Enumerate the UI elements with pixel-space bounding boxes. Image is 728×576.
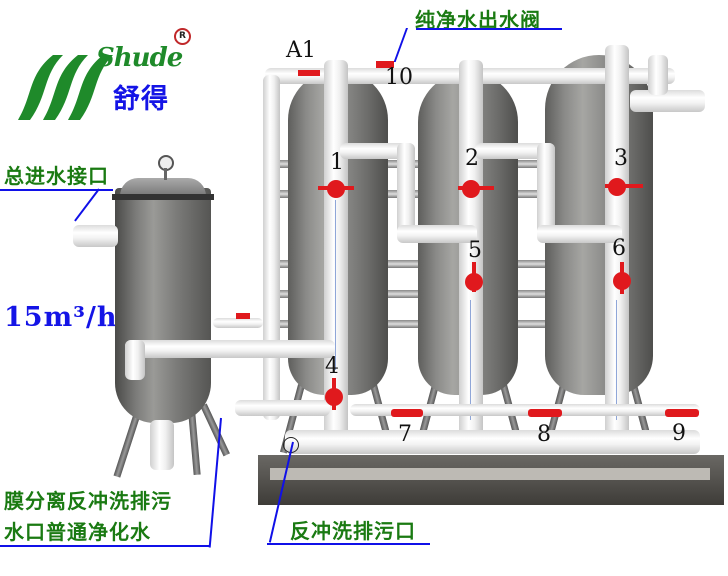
valve-handle-side xyxy=(236,313,250,319)
valve-handle-6 xyxy=(620,262,624,294)
registered-mark-letter: R xyxy=(179,31,186,41)
top-right-elbow xyxy=(648,55,668,95)
skid-frame-gap xyxy=(270,468,710,480)
valve-handle-2 xyxy=(458,186,494,190)
leader-line xyxy=(393,28,408,62)
logo-chinese-name: 舒得 xyxy=(113,84,169,115)
tank2-riser xyxy=(459,60,483,440)
leader-line xyxy=(416,28,562,30)
logo: Shude R 舒得 xyxy=(8,25,193,120)
valve-handle-8 xyxy=(528,409,562,417)
label-main-inlet: 总进水接口 xyxy=(4,164,109,188)
inlet-fitting xyxy=(73,225,118,247)
side-drain-pipe xyxy=(213,318,263,328)
prefilter-housing xyxy=(115,188,211,423)
valve-label-6: 6 xyxy=(612,236,626,261)
logo-script-text: Shude xyxy=(96,43,183,73)
label-membrane-backwash-line1: 膜分离反冲洗排污 xyxy=(4,489,172,513)
valve-handle-9 xyxy=(665,409,699,417)
crossover-pipe xyxy=(397,143,415,238)
registered-mark-icon: R xyxy=(174,28,191,45)
pipe-stripe xyxy=(470,300,471,420)
prefilter-lid xyxy=(120,178,206,196)
leader-line xyxy=(74,188,100,222)
valve-handle-3 xyxy=(605,184,643,188)
crossover-pipe xyxy=(397,225,477,243)
crossover-pipe xyxy=(475,143,555,159)
valve-handle-4 xyxy=(332,378,336,410)
label-backwash-drain: 反冲洗排污口 xyxy=(290,519,416,543)
tank1-riser xyxy=(324,60,348,440)
gauge-stem xyxy=(164,168,167,180)
valve-label-3: 3 xyxy=(614,146,628,171)
prefilter-leg xyxy=(200,403,230,457)
leader-line xyxy=(0,189,113,191)
pipe-stripe xyxy=(616,300,617,420)
valve-label-2: 2 xyxy=(465,146,479,171)
prefilter-outlet-pipe xyxy=(125,340,145,380)
pipe-stripe xyxy=(335,200,336,370)
valve-label-10: 10 xyxy=(385,65,413,90)
valve-label-5: 5 xyxy=(468,238,482,263)
valve-label-1: 1 xyxy=(330,150,344,175)
crossover-pipe xyxy=(340,143,415,159)
skid-frame xyxy=(258,455,724,505)
top-right-elbow xyxy=(630,90,705,112)
bottom-branch-pipe xyxy=(350,404,700,416)
prefilter-leg xyxy=(188,409,201,476)
valve-handle-1 xyxy=(318,186,354,190)
membrane-drain-pipe xyxy=(235,400,330,416)
prefilter-outlet-pipe xyxy=(125,340,335,358)
label-membrane-backwash-line2: 水口普通净化水 xyxy=(4,520,151,544)
valve-label-a1: A1 xyxy=(286,38,316,63)
valve-handle-10 xyxy=(376,61,394,68)
prefilter-flange xyxy=(112,194,214,200)
bottom-manifold-pipe xyxy=(285,430,700,454)
prefilter-drain-pipe xyxy=(150,420,174,470)
crossover-pipe xyxy=(537,143,555,238)
left-riser-pipe xyxy=(263,75,280,420)
valve-label-4: 4 xyxy=(325,354,339,379)
valve-handle-5 xyxy=(472,262,476,292)
logo-swoosh-icon xyxy=(18,55,113,120)
valve-handle-a1 xyxy=(298,70,320,76)
valve-label-8: 8 xyxy=(537,422,551,447)
leader-line xyxy=(0,545,210,547)
crossover-pipe xyxy=(537,225,622,243)
flow-rate: 15m³/h xyxy=(4,302,118,333)
valve-label-7: 7 xyxy=(398,422,412,447)
valve-handle-7 xyxy=(391,409,423,417)
valve-label-9: 9 xyxy=(672,421,686,446)
leader-line xyxy=(267,543,430,545)
